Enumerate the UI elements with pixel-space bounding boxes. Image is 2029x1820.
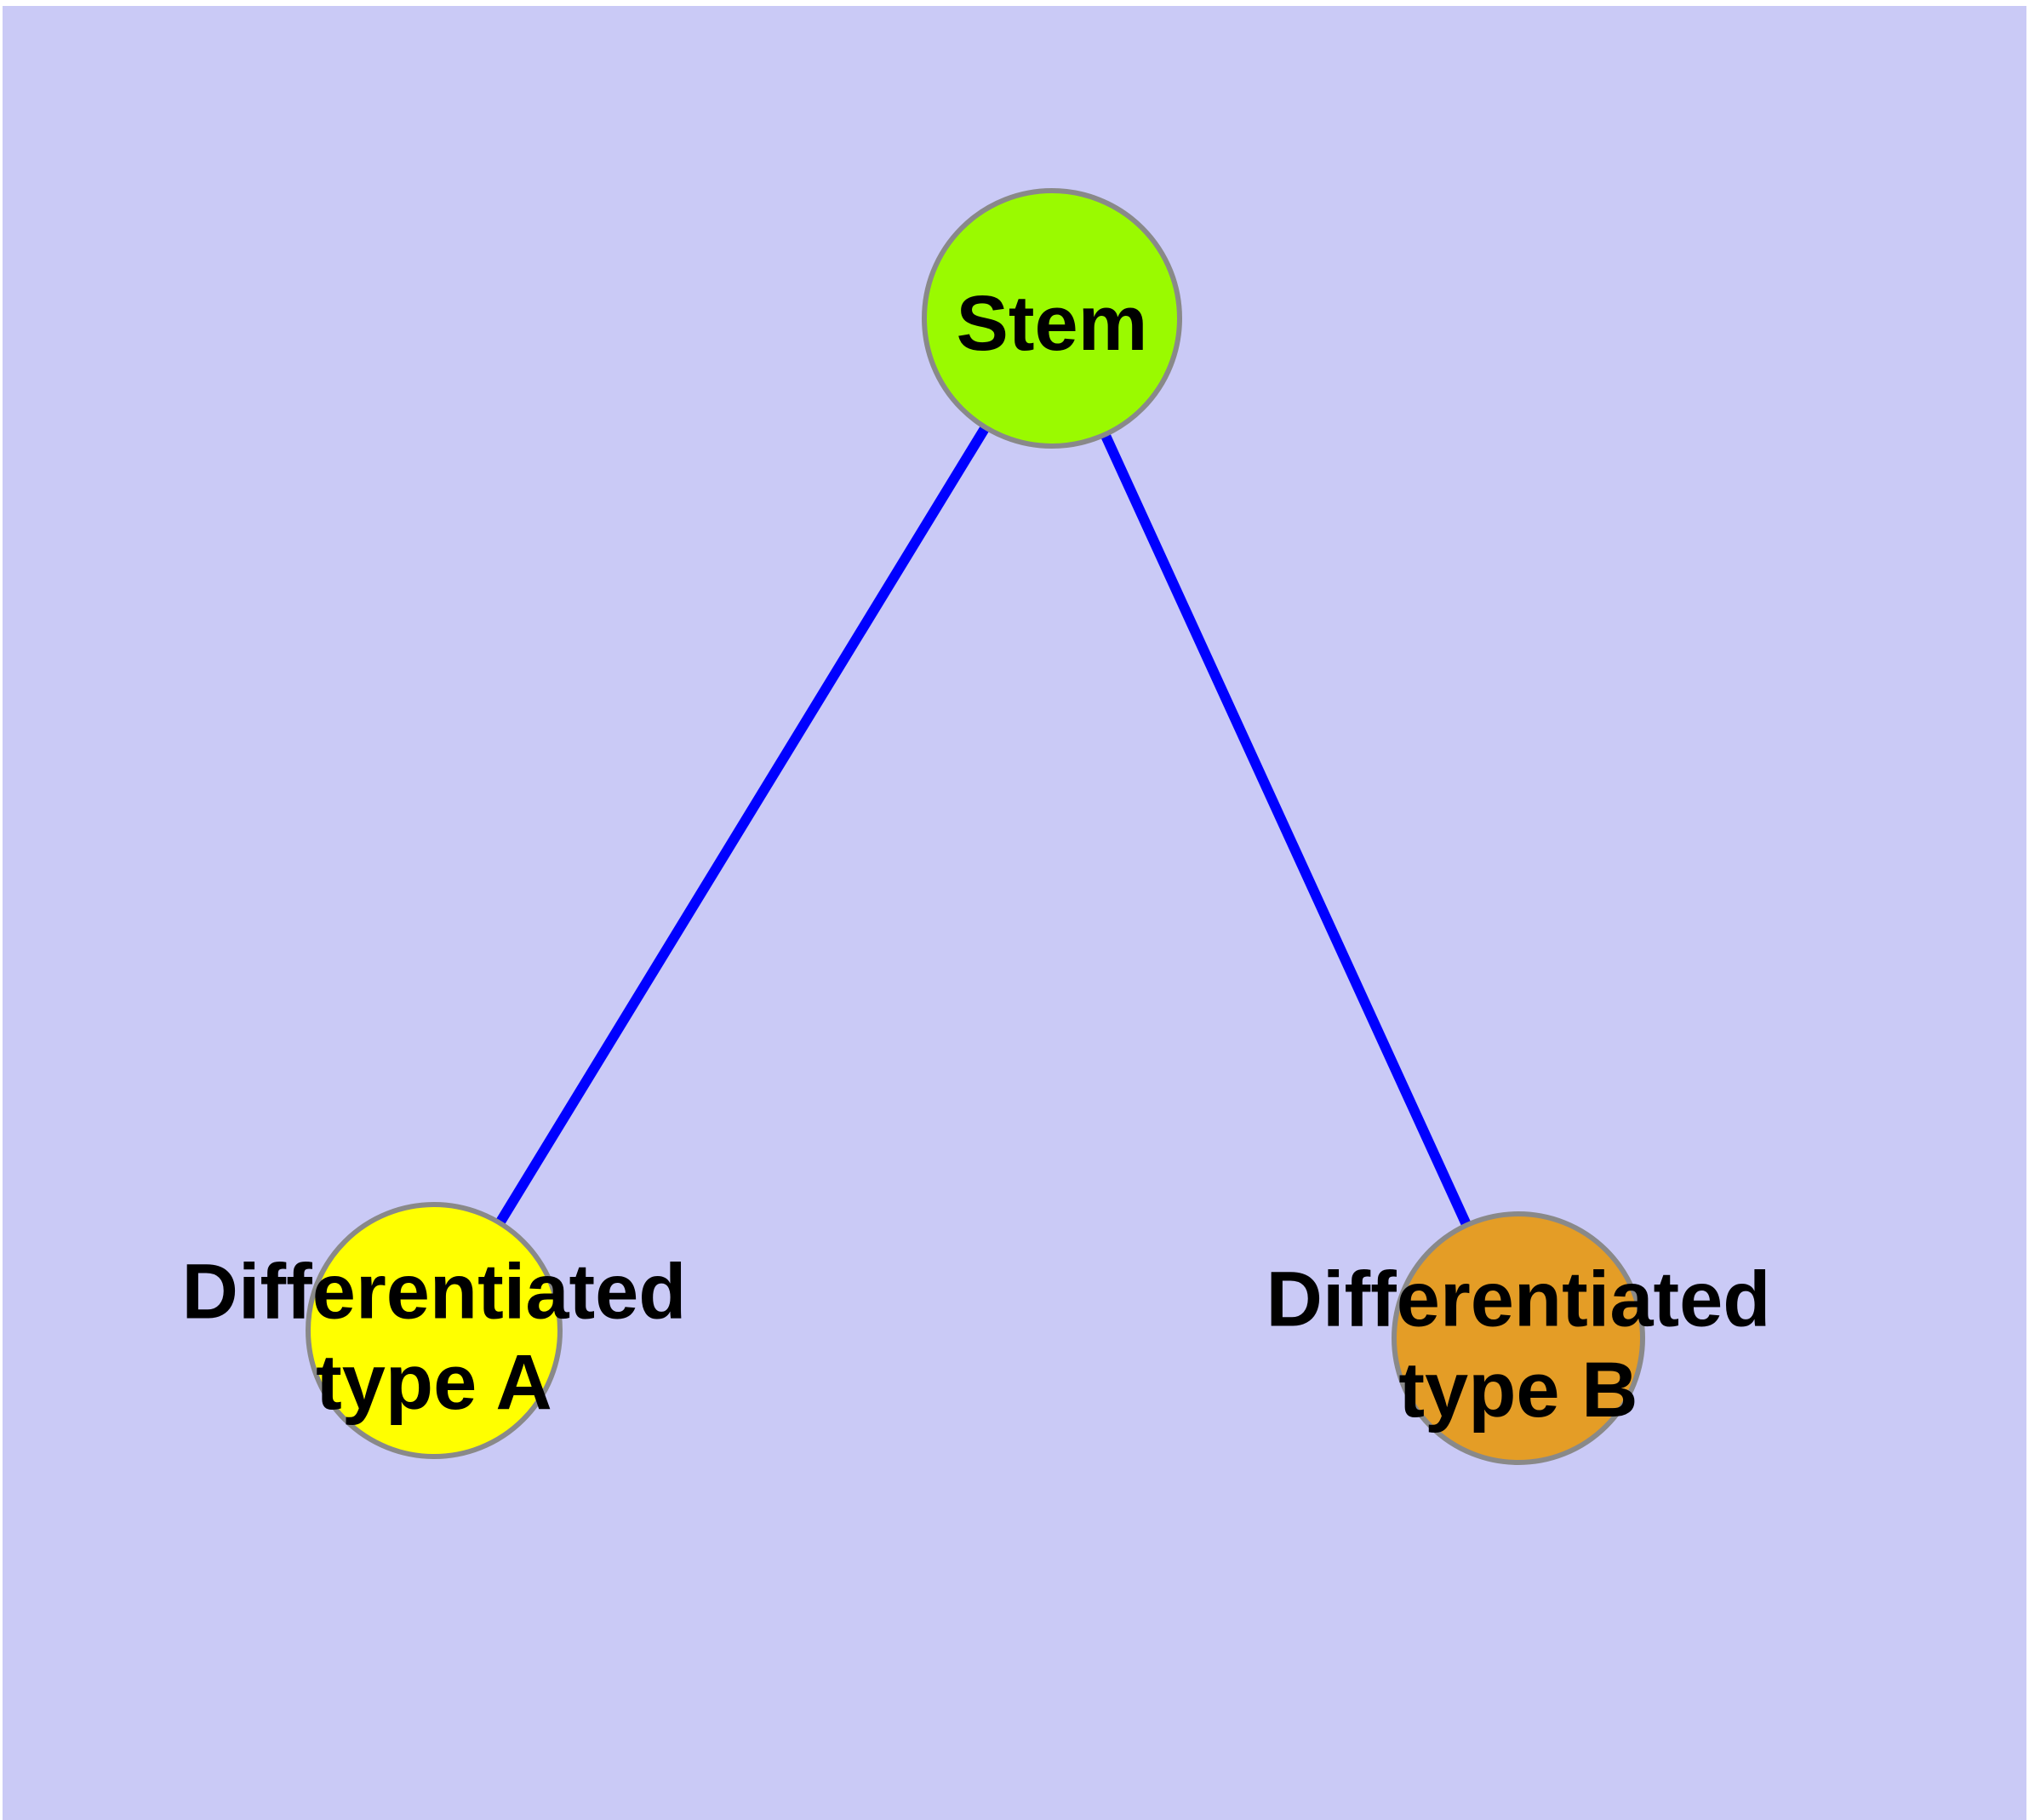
node-stem-label-line1: Stem	[957, 280, 1148, 367]
edge-stem-to-type-a	[429, 315, 1057, 1334]
node-type-a-label-line2: type A	[316, 1339, 552, 1426]
node-type-b-label-line2: type B	[1398, 1347, 1637, 1434]
node-type-a-label-line1: Differentiated	[182, 1248, 687, 1335]
node-type-b-label-line1: Differentiated	[1266, 1256, 1771, 1342]
node-type-a-circle	[306, 1202, 563, 1459]
node-stem-circle	[922, 188, 1182, 449]
edge-stem-to-type-b	[1047, 316, 1523, 1341]
node-type-b-circle	[1392, 1211, 1645, 1465]
